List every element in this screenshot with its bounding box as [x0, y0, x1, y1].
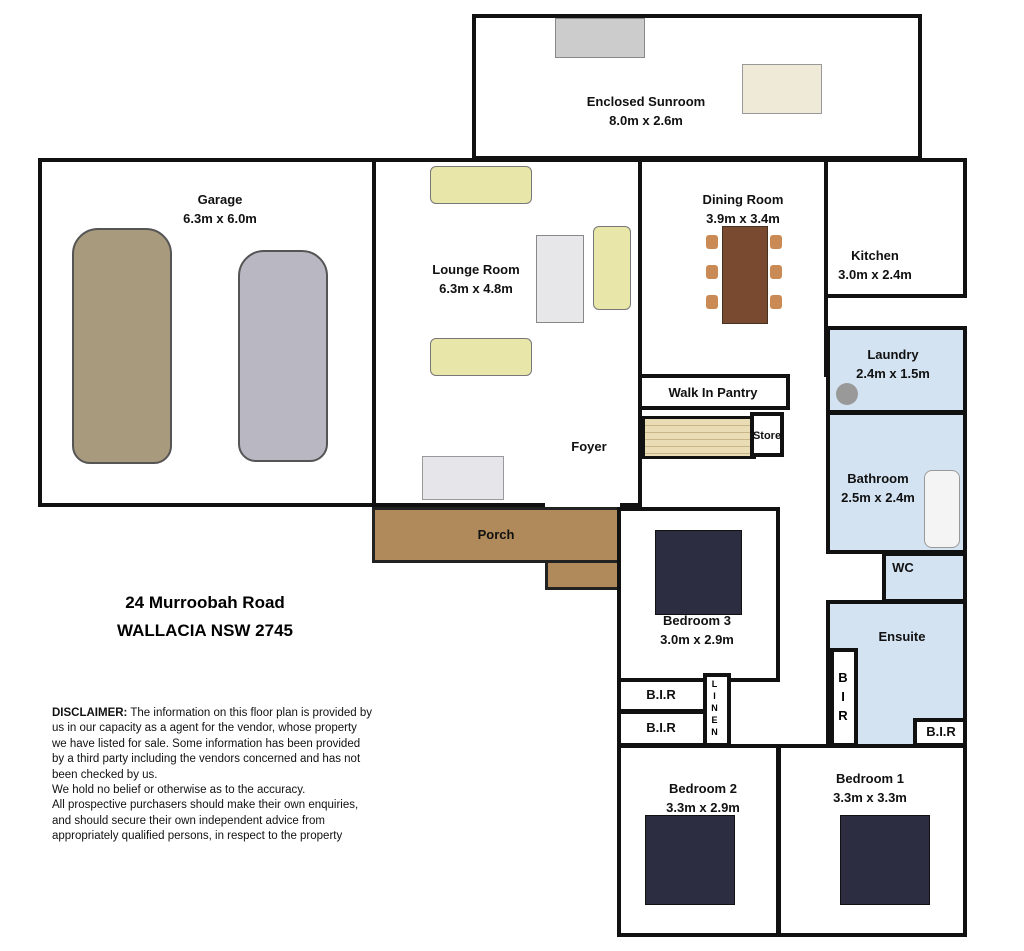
room-label-kitchen: Kitchen 3.0m x 2.4m [838, 246, 912, 284]
disclaimer-line: been checked by us. [52, 768, 158, 781]
bir-label: B.I.R [646, 687, 676, 702]
car-sedan [238, 250, 328, 462]
room-label-garage: Garage 6.3m x 6.0m [183, 190, 257, 228]
chair [770, 235, 782, 249]
room-label-sunroom: Enclosed Sunroom 8.0m x 2.6m [587, 92, 705, 130]
room-name: Dining Room [702, 192, 784, 207]
car-suv [72, 228, 172, 464]
room-name: Lounge Room [432, 262, 520, 277]
room-size: 8.0m x 2.6m [609, 113, 683, 128]
disclaimer-line: DISCLAIMER: The information on this floo… [52, 706, 372, 721]
room-label-bathroom: Bathroom 2.5m x 2.4m [841, 469, 915, 507]
sunroom-table [742, 64, 822, 114]
bir-ensuite [913, 718, 967, 747]
room-label-bedroom2: Bedroom 2 3.3m x 2.9m [666, 779, 740, 817]
chair [706, 235, 718, 249]
room-size: 3.0m x 2.9m [660, 632, 734, 647]
room-size: 6.3m x 6.0m [183, 211, 257, 226]
disclaimer-line: by a third party including the vendors c… [52, 753, 361, 766]
room-size: 3.3m x 3.3m [833, 790, 907, 805]
bed [645, 815, 735, 905]
room-name: Kitchen [851, 248, 899, 263]
chair [770, 295, 782, 309]
sunroom-sofa [555, 18, 645, 58]
room-label-lounge: Lounge Room 6.3m x 4.8m [432, 260, 519, 298]
chair [770, 265, 782, 279]
room-name: Laundry [867, 347, 919, 362]
linen-cupboard [703, 673, 731, 747]
bathtub [924, 470, 960, 548]
disclaimer-heading: DISCLAIMER: [52, 707, 128, 719]
disclaimer-line: We hold no belief or otherwise as to the… [52, 784, 306, 797]
sofa [430, 338, 532, 376]
disclaimer-line: All prospective purchasers should make t… [52, 799, 359, 812]
disclaimer-line: and should secure their own independent … [52, 814, 325, 827]
disclaimer: DISCLAIMER: The information on this floo… [52, 706, 372, 845]
room-name: Bedroom 3 [663, 613, 731, 628]
room-label-bedroom1: Bedroom 1 3.3m x 3.3m [833, 769, 907, 807]
room-label-bedroom3: Bedroom 3 3.0m x 2.9m [660, 611, 734, 649]
room-label-ensuite: Ensuite [878, 629, 926, 644]
room-name: Bedroom 2 [669, 781, 737, 796]
room-name: Garage [197, 192, 243, 207]
disclaimer-line: appropriately qualified persons, in resp… [52, 830, 343, 843]
sofa [593, 226, 631, 310]
room-name: Bathroom [847, 471, 909, 486]
sofa [430, 166, 532, 204]
room-label-store: Store [752, 430, 782, 442]
address-street: 24 Murroobah Road [125, 593, 285, 612]
room-store [750, 412, 784, 457]
room-label-laundry: Laundry 2.4m x 1.5m [856, 345, 930, 383]
bir-vertical-label: BIR [838, 670, 848, 723]
disclaimer-line: us in our capacity as a agent for the ve… [52, 722, 357, 735]
disclaimer-line: we have listed for sale. Some informatio… [52, 737, 361, 750]
room-size: 6.3m x 4.8m [439, 281, 513, 296]
bir-label: B.I.R [646, 720, 676, 735]
washing-machine [836, 383, 858, 405]
disclaimer-text: The information on this floor plan is pr… [127, 707, 373, 719]
address-suburb: WALLACIA NSW 2745 [116, 621, 294, 640]
room-size: 3.9m x 3.4m [706, 211, 780, 226]
room-name: Enclosed Sunroom [586, 94, 706, 109]
chair [706, 265, 718, 279]
room-size: 3.3m x 2.9m [666, 800, 740, 815]
room-pantry [638, 374, 790, 410]
room-foyer [545, 377, 620, 507]
linen-label: LINEN [711, 679, 718, 737]
bir-2 [617, 710, 707, 747]
room-name: Bedroom 1 [836, 771, 904, 786]
dining-table [722, 226, 768, 324]
room-label-porch: Porch [477, 527, 515, 542]
room-sunroom [472, 14, 922, 160]
pantry-shelves [642, 416, 756, 459]
room-label-foyer: Foyer [571, 439, 607, 454]
room-label-wc: WC [892, 560, 914, 575]
room-label-pantry: Walk In Pantry [668, 385, 758, 400]
bir-ensuite-vertical [830, 648, 858, 747]
coffee-table [536, 235, 584, 323]
desk [422, 456, 504, 500]
room-size: 2.5m x 2.4m [841, 490, 915, 505]
room-size: 3.0m x 2.4m [838, 267, 912, 282]
bir-label: B.I.R [926, 724, 956, 739]
room-size: 2.4m x 1.5m [856, 366, 930, 381]
room-label-dining: Dining Room 3.9m x 3.4m [703, 190, 784, 228]
chair [706, 295, 718, 309]
bed [655, 530, 742, 615]
bed [840, 815, 930, 905]
porch-step [545, 560, 620, 590]
room-kitchen [824, 158, 967, 298]
